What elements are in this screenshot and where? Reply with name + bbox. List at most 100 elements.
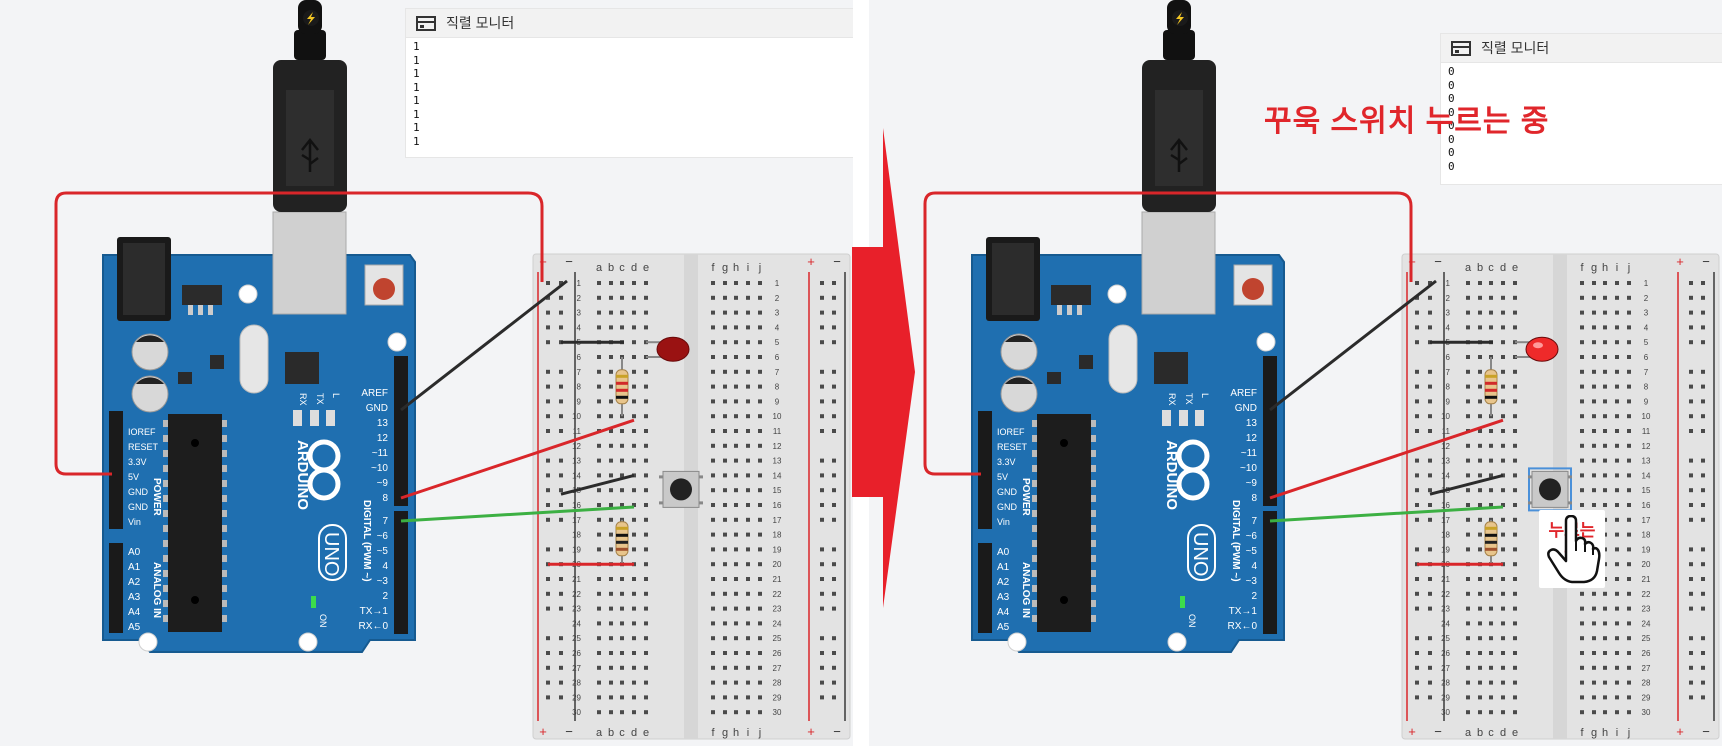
rail-hole bbox=[559, 414, 563, 419]
rail-hole bbox=[820, 310, 824, 315]
row-number: 25 bbox=[572, 634, 581, 643]
hole bbox=[1627, 636, 1631, 641]
hole bbox=[734, 310, 738, 315]
digital-pin-label: 2 bbox=[1251, 591, 1257, 602]
row-number: 21 bbox=[572, 575, 581, 584]
serial-monitor-title: 직렬 모니터 bbox=[446, 15, 515, 31]
hole bbox=[1513, 710, 1517, 715]
row-number: 4 bbox=[1446, 323, 1451, 332]
hole bbox=[1478, 547, 1482, 552]
voltage-regulator bbox=[182, 285, 222, 305]
power-label: POWER bbox=[1020, 478, 1031, 517]
row-number: 10 bbox=[773, 412, 782, 421]
serial-line: 1 bbox=[413, 94, 420, 107]
rail-hole bbox=[546, 473, 550, 478]
row-number: 29 bbox=[773, 693, 782, 702]
led-label: TX bbox=[315, 393, 325, 405]
serial-monotor-after[interactable]: 직렬 모니터 0 0 0 0 0 0 0 0 bbox=[1440, 33, 1722, 185]
hole bbox=[1513, 547, 1517, 552]
wire-gnd bbox=[1269, 279, 1437, 412]
rail-hole bbox=[546, 295, 550, 300]
rail-hole bbox=[1428, 488, 1432, 493]
rail-hole bbox=[1689, 384, 1693, 389]
hole bbox=[1615, 325, 1619, 330]
serial-monitor-before[interactable]: 직렬 모니터 1 1 1 1 1 1 1 1 bbox=[405, 8, 853, 158]
regulator-pin bbox=[1077, 305, 1082, 315]
chip-pin bbox=[1091, 435, 1096, 442]
hole bbox=[758, 503, 762, 507]
resistor-band bbox=[1485, 388, 1497, 392]
row-number: 30 bbox=[773, 708, 782, 717]
serial-line: 1 bbox=[413, 40, 420, 53]
rail-hole bbox=[1701, 577, 1705, 581]
power-pin-label: GND bbox=[128, 487, 149, 497]
regulator-pin bbox=[1067, 305, 1072, 315]
hole bbox=[734, 591, 738, 596]
digital-pin-label: 8 bbox=[1251, 493, 1257, 504]
rail-hole bbox=[820, 458, 824, 463]
usb-port bbox=[1141, 211, 1216, 315]
rail-hole bbox=[1689, 577, 1693, 581]
hole bbox=[632, 695, 636, 700]
on-led bbox=[1180, 596, 1185, 608]
hole bbox=[1513, 281, 1517, 285]
hole bbox=[609, 414, 613, 419]
hole bbox=[711, 577, 715, 581]
hole bbox=[620, 665, 624, 670]
hole bbox=[644, 503, 648, 507]
hole bbox=[1513, 695, 1517, 700]
power-pin-label: 3.3V bbox=[128, 457, 147, 467]
small-chip bbox=[1079, 355, 1093, 369]
row-number: 21 bbox=[1642, 575, 1651, 584]
row-number: 25 bbox=[773, 634, 782, 643]
hole bbox=[734, 577, 738, 581]
hole bbox=[620, 710, 624, 715]
resistor-band bbox=[1485, 547, 1497, 551]
column-label: e bbox=[643, 727, 649, 739]
pushbutton-leg bbox=[659, 501, 663, 505]
hole bbox=[1603, 295, 1607, 300]
digital-header-lower bbox=[394, 511, 408, 634]
column-label: d bbox=[1500, 262, 1506, 274]
hole bbox=[1489, 473, 1493, 478]
hole bbox=[758, 384, 762, 389]
regulator-pin bbox=[208, 305, 213, 315]
hole bbox=[597, 710, 601, 715]
hole bbox=[1501, 636, 1505, 641]
mounting-hole bbox=[298, 632, 318, 652]
rail-hole bbox=[1415, 458, 1419, 463]
hole bbox=[1580, 621, 1584, 626]
hole bbox=[1627, 651, 1631, 655]
rail-hole bbox=[820, 680, 824, 685]
hole bbox=[644, 695, 648, 700]
hole bbox=[734, 606, 738, 611]
rail-hole bbox=[832, 399, 836, 404]
rail-hole bbox=[1701, 517, 1705, 522]
rail-hole bbox=[1689, 310, 1693, 315]
row-number: 27 bbox=[572, 664, 581, 673]
resistor-band bbox=[616, 547, 628, 551]
hole bbox=[1615, 414, 1619, 419]
hole bbox=[1615, 443, 1619, 448]
row-number: 18 bbox=[773, 531, 782, 540]
hole bbox=[597, 651, 601, 655]
hole bbox=[1580, 325, 1584, 330]
hole bbox=[746, 680, 750, 685]
chip-pin bbox=[222, 435, 227, 442]
row-number: 15 bbox=[1642, 486, 1651, 495]
hole bbox=[1592, 414, 1596, 419]
hole bbox=[758, 295, 762, 300]
hole bbox=[632, 621, 636, 626]
chip-pin bbox=[222, 480, 227, 487]
hole bbox=[1603, 651, 1607, 655]
power-pin-label: RESET bbox=[128, 442, 159, 452]
hole bbox=[620, 295, 624, 300]
hole bbox=[597, 517, 601, 522]
row-number: 13 bbox=[572, 457, 581, 466]
hole bbox=[1627, 680, 1631, 685]
pushbutton-leg bbox=[1528, 501, 1532, 505]
hole bbox=[609, 710, 613, 715]
chip-pin bbox=[163, 420, 168, 427]
uno-badge bbox=[318, 524, 347, 581]
